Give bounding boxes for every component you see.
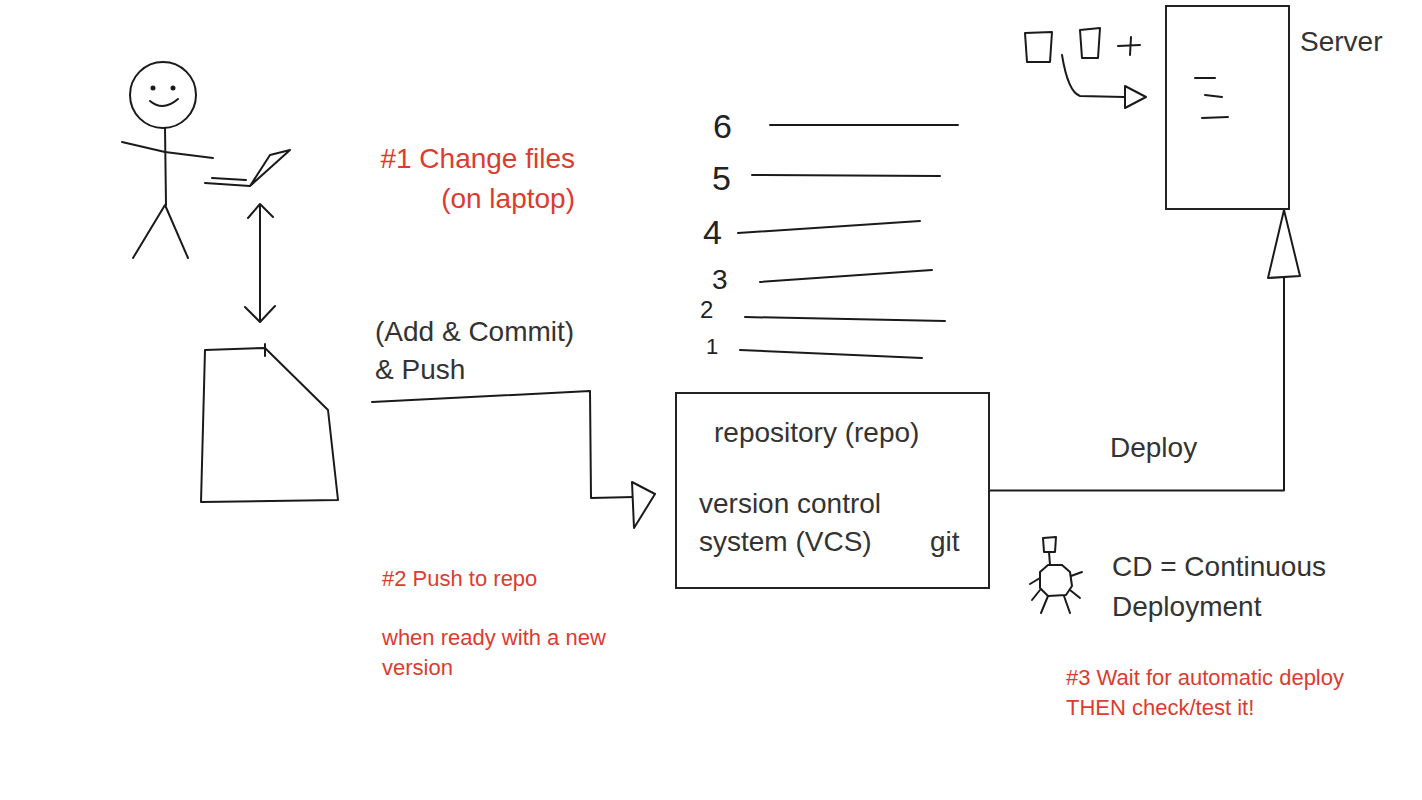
server-label: Server bbox=[1300, 23, 1421, 61]
box-tag: git bbox=[930, 523, 960, 561]
version-line bbox=[745, 317, 945, 321]
version-number: 3 bbox=[712, 263, 728, 297]
version-number: 5 bbox=[712, 158, 731, 198]
version-number-holder: 6 bbox=[713, 106, 732, 146]
figure-legs bbox=[133, 205, 188, 258]
push-line bbox=[372, 391, 634, 498]
file-icon bbox=[1025, 32, 1052, 62]
sync-arrow bbox=[259, 206, 261, 320]
step-note: when ready with a new version bbox=[382, 623, 644, 683]
edge-label-holder: Deploy bbox=[1108, 429, 1199, 467]
version-number-holder: 5 bbox=[712, 158, 731, 198]
figure-smile bbox=[150, 99, 178, 106]
edge-label: Deploy bbox=[1108, 429, 1199, 467]
version-line bbox=[770, 124, 958, 126]
figure-head bbox=[130, 62, 196, 128]
version-line bbox=[760, 270, 932, 282]
step-note: #2 Push to repo bbox=[382, 565, 537, 593]
figure-arms bbox=[122, 142, 213, 158]
box-heading: repository (repo) bbox=[714, 414, 968, 452]
file-tick bbox=[264, 344, 266, 356]
cd-label: CD = Continuous Deployment bbox=[1112, 547, 1374, 627]
version-number: 6 bbox=[713, 106, 732, 146]
version-number-holder: 1 bbox=[706, 334, 718, 360]
version-number-holder: 2 bbox=[700, 296, 713, 324]
sketch bbox=[122, 28, 1228, 613]
figure-eye bbox=[152, 87, 155, 90]
file-icon bbox=[201, 348, 338, 502]
robot-body bbox=[1040, 565, 1072, 596]
robot-neck bbox=[1049, 552, 1050, 565]
arrow-head bbox=[632, 482, 655, 528]
step-note-holder: #2 Push to repo bbox=[382, 565, 537, 593]
version-number: 2 bbox=[700, 296, 713, 324]
step-note: #1 Change files (on laptop) bbox=[335, 139, 575, 219]
version-line bbox=[752, 175, 940, 176]
version-number-holder: 3 bbox=[712, 263, 728, 297]
upload-line bbox=[1062, 55, 1124, 97]
version-line bbox=[738, 221, 920, 233]
laptop-keys bbox=[212, 178, 246, 180]
version-number: 4 bbox=[703, 212, 722, 252]
step-note-holder: when ready with a new version bbox=[382, 623, 644, 683]
step-note-holder: #3 Wait for automatic deploy THEN check/… bbox=[1066, 663, 1352, 723]
arrow-head bbox=[248, 204, 273, 218]
laptop bbox=[205, 150, 290, 186]
figure-body bbox=[165, 128, 166, 205]
arrow-head bbox=[245, 306, 275, 322]
server-mark bbox=[1202, 117, 1228, 118]
robot-arms bbox=[1030, 572, 1082, 600]
step-note: #3 Wait for automatic deploy THEN check/… bbox=[1066, 663, 1352, 723]
robot-legs bbox=[1041, 596, 1070, 613]
arrow-head bbox=[1125, 86, 1146, 108]
server-mark bbox=[1205, 95, 1222, 97]
plus-mark bbox=[1118, 37, 1140, 55]
step-note-holder: #1 Change files (on laptop) bbox=[335, 139, 575, 219]
version-number-holder: 4 bbox=[703, 212, 722, 252]
action-label: (Add & Commit) & Push bbox=[375, 313, 590, 389]
version-line bbox=[740, 350, 922, 358]
repository-box: repository (repo) version control system … bbox=[675, 392, 990, 589]
figure-eye bbox=[172, 87, 175, 90]
server-box: Server bbox=[1165, 5, 1290, 210]
file-icon bbox=[1080, 28, 1100, 58]
server-mark bbox=[1195, 77, 1215, 79]
action-label-holder: (Add & Commit) & Push bbox=[375, 313, 590, 389]
deploy-connector bbox=[990, 210, 1284, 491]
robot-head bbox=[1043, 537, 1056, 552]
version-number: 1 bbox=[706, 334, 718, 360]
box-text: version control system (VCS) bbox=[699, 485, 919, 561]
cd-label-holder: CD = Continuous Deployment bbox=[1112, 547, 1374, 627]
